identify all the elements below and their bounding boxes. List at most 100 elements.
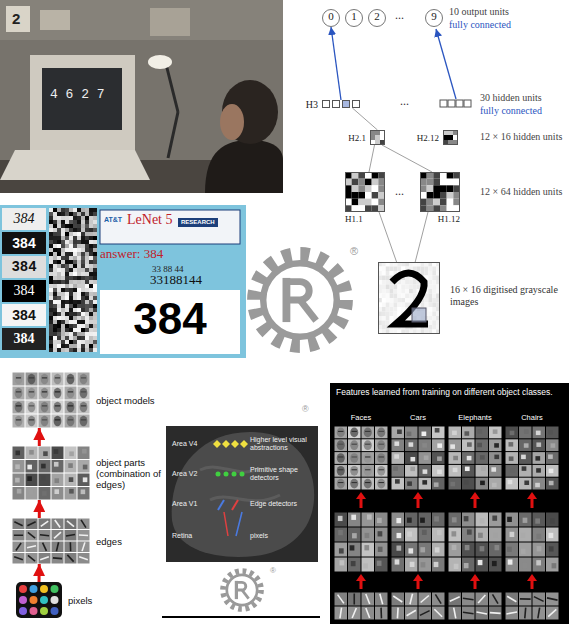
node-picture (428, 303, 432, 308)
edge-tiles (506, 607, 519, 620)
noise-tiles (348, 513, 361, 527)
feature-map-strip (65, 344, 69, 348)
feature-map-strip (49, 292, 53, 296)
noise-tiles (407, 432, 412, 436)
noise-tiles (419, 465, 432, 477)
edge-tiles (348, 607, 361, 620)
feature-map-strip (57, 212, 61, 216)
area-role: Primitive shape detectors (250, 466, 316, 482)
red-arrow (531, 580, 534, 589)
feature-map-strip (57, 264, 61, 268)
noise-tiles (476, 465, 489, 477)
feature-map-strip (61, 316, 65, 320)
noise-tiles (39, 447, 51, 460)
feature-map-strip (85, 328, 89, 332)
edge-tiles (449, 607, 462, 620)
feature-map-strip (69, 328, 73, 332)
noise-tiles (491, 467, 496, 471)
noise-tiles (462, 558, 475, 572)
noise-tiles (362, 513, 375, 527)
feature-map-strip (65, 220, 69, 224)
feature-map-strip (73, 232, 77, 236)
feature-map-strip (77, 216, 81, 220)
feature-map-strip (69, 340, 73, 344)
face-tiles (338, 431, 343, 432)
noise-tiles (393, 466, 398, 470)
edge-tiles (65, 553, 77, 564)
face-tiles (42, 377, 47, 378)
node-picture (405, 298, 409, 303)
feature-map: H2.12 (443, 130, 458, 145)
edge-tiles (476, 607, 489, 620)
face-tiles (67, 374, 75, 385)
node-picture (390, 267, 394, 272)
face-tiles (362, 465, 375, 477)
noise-tiles (421, 562, 426, 567)
class-header: Cars (391, 414, 445, 423)
feature-map-strip (57, 276, 61, 280)
feature-map-strip (93, 232, 97, 236)
feature-map-strip (85, 340, 89, 344)
output-unit: 1 (345, 9, 363, 27)
feature-map-strip (69, 248, 73, 252)
edge-tiles (348, 593, 361, 606)
digit-sample: 384 (4, 211, 44, 227)
lab-photo (6, 6, 30, 32)
edge-tiles (78, 530, 90, 541)
class-header: Chairs (505, 414, 559, 423)
feature-map-strip (93, 292, 97, 296)
face-tiles (348, 427, 361, 439)
noise-tiles (350, 545, 355, 550)
watermark: ® (350, 245, 358, 258)
feature-map-strip (89, 216, 93, 220)
node-picture (427, 179, 434, 186)
edge-tiles (538, 608, 540, 619)
node-picture (382, 285, 386, 290)
feature-map-strip (57, 280, 61, 284)
feature-map-strip (89, 236, 93, 240)
noise-tiles (449, 427, 462, 439)
feature-map-strip (69, 232, 73, 236)
noise-tiles (367, 514, 372, 519)
brain-panel (166, 426, 318, 562)
node-picture (427, 192, 434, 199)
noise-tiles (519, 427, 532, 439)
edge-tiles (410, 594, 413, 604)
edge-tiles (375, 593, 388, 606)
face-tiles (15, 402, 23, 413)
face-tiles (365, 456, 370, 457)
feature-map-strip (77, 312, 81, 316)
face-tiles (26, 415, 38, 428)
node-picture (432, 294, 436, 299)
noise-tiles (375, 543, 388, 557)
face-tiles (352, 431, 357, 432)
noise-tiles (13, 447, 90, 500)
feature-map-strip (81, 300, 85, 304)
edge-tiles (13, 542, 25, 553)
feature-map-strip (69, 308, 73, 312)
feature-map-strip (89, 208, 93, 212)
edge-tiles (476, 612, 487, 614)
node-label: pixels (68, 595, 92, 606)
face-tiles (335, 452, 348, 464)
output-unit: 9 (425, 9, 443, 27)
feature-map-strip (69, 312, 73, 316)
face-tiles (52, 401, 64, 414)
feature-map-strip (53, 320, 57, 324)
brain-panel (162, 426, 320, 618)
feature-map-strip (53, 232, 57, 236)
feature-map-strip (81, 248, 85, 252)
node-picture (51, 596, 59, 604)
feature-map-strip (85, 240, 89, 244)
noise-tiles (69, 489, 74, 494)
noise-tiles (69, 477, 74, 482)
face-tiles (65, 401, 77, 414)
noise-tiles (551, 443, 556, 447)
feature-map-strip (61, 240, 65, 244)
noise-tiles (363, 563, 368, 568)
noise-tiles (509, 442, 514, 446)
node-picture (358, 179, 365, 186)
feature-map-strip (49, 308, 53, 312)
edge-tiles (533, 593, 546, 606)
noise-tiles (476, 528, 489, 542)
